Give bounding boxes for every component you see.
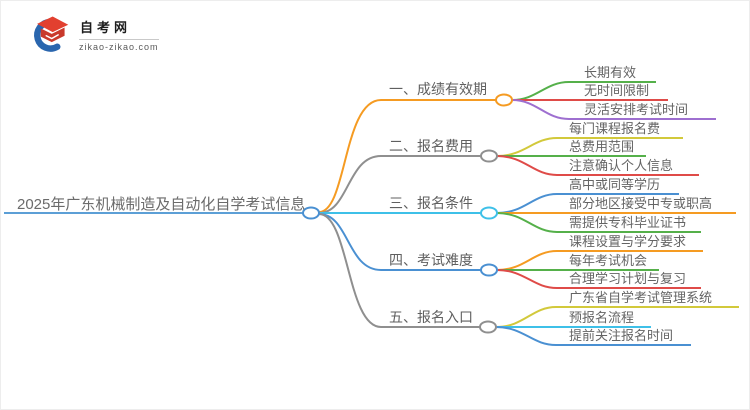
branch4-child1-label[interactable]: 课程设置与学分要求 [569,234,687,249]
branch3-child1-label[interactable]: 高中或同等学历 [569,177,661,192]
logo-site-url: zikao-zikao.com [79,41,159,52]
link-branch4-child3 [496,269,701,289]
logo-site-name: 自考网 [80,19,132,35]
logo-cap-top [37,16,69,33]
branch3-child3-label[interactable]: 需提供专科毕业证书 [569,215,687,230]
branch1-child3-label[interactable]: 灵活安排考试时间 [584,102,689,117]
branch4-node-toggle[interactable] [480,263,498,277]
branch4-child3-label[interactable]: 合理学习计划与复习 [569,271,687,286]
branch3-node-toggle[interactable] [480,206,498,220]
root-node-toggle[interactable] [302,206,320,220]
branch1-node-toggle[interactable] [495,93,513,107]
link-branch1-child3 [511,99,716,120]
logo-cap-base [40,27,65,43]
link-branch3-child3 [496,212,701,233]
branch2-label[interactable]: 二、报名费用 [389,138,473,154]
branch5-label[interactable]: 五、报名入口 [389,309,473,325]
branch5-child3-label[interactable]: 提前关注报名时间 [569,328,674,343]
branch4-label[interactable]: 四、考试难度 [389,252,473,268]
branch1-child1-label[interactable]: 长期有效 [584,65,637,80]
logo-cap-chevron [45,34,59,40]
branch3-child2-label[interactable]: 部分地区接受中专或职高 [569,196,713,211]
root-node-label[interactable]: 2025年广东机械制造及自动化自学考试信息 [17,196,306,213]
branch2-node-toggle[interactable] [480,149,498,163]
branch3-label[interactable]: 三、报名条件 [389,195,473,211]
branch5-child1-label[interactable]: 广东省自学考试管理系统 [569,290,713,305]
branch5-child2-label[interactable]: 预报名流程 [569,310,635,325]
link-root-branch5 [318,213,481,328]
branch1-child2-label[interactable]: 无时间限制 [584,83,650,98]
link-branch5-child3 [495,326,691,346]
logo-divider [79,38,159,40]
link-root-branch1 [318,99,496,213]
branch2-child3-label[interactable]: 注意确认个人信息 [569,158,674,173]
site-logo: 自考网 zikao-zikao.com [27,11,159,55]
logo-text-block: 自考网 zikao-zikao.com [79,15,159,52]
branch5-node-toggle[interactable] [479,320,497,334]
graduation-cap-icon [34,16,69,52]
branch2-child2-label[interactable]: 总费用范围 [569,139,635,154]
branch2-child1-label[interactable]: 每门课程报名费 [569,121,661,136]
link-branch2-child3 [496,155,699,176]
link-root-branch2 [318,155,481,214]
branch1-label[interactable]: 一、成绩有效期 [389,81,487,97]
branch4-child2-label[interactable]: 每年考试机会 [569,253,648,268]
link-root-branch4 [318,213,481,271]
